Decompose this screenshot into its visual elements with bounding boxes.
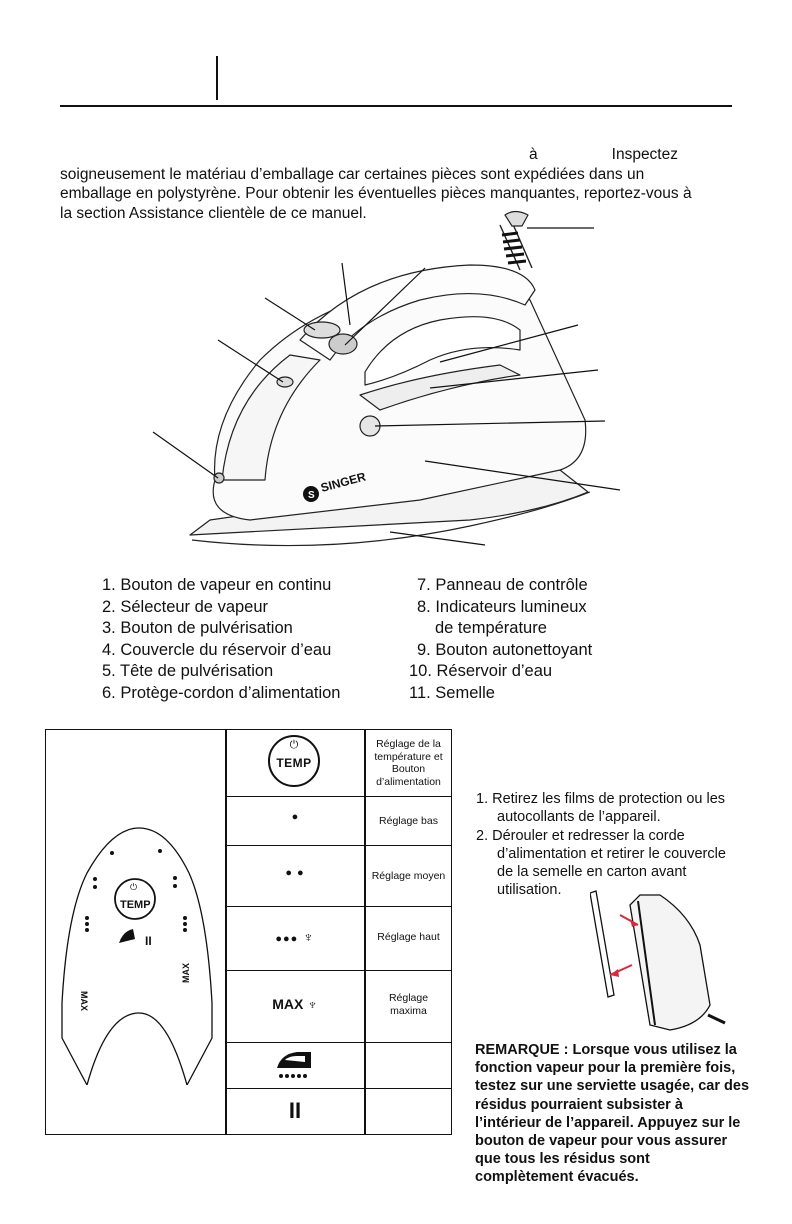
setup-steps: 1. Retirez les films de protection ou le… — [476, 790, 746, 900]
svg-text:S: S — [308, 490, 315, 501]
table-row-rule — [225, 1088, 452, 1089]
part-item: 7. Panneau de contrôle — [417, 576, 588, 594]
part-item: 9. Bouton autonettoyant — [417, 640, 593, 659]
temp-power-button-icon: ⏻ TEMP — [268, 735, 320, 787]
header-rule — [60, 105, 732, 107]
part-item: 6. Protège-cordon d’alimentation — [102, 683, 341, 702]
power-icon: ⏻ — [289, 739, 299, 751]
singer-logo-icon — [303, 486, 319, 502]
control-panel-table — [45, 729, 452, 1135]
usage-note: REMARQUE : Lorsque vous utilisez la fonc… — [475, 1042, 750, 1186]
table-row-rule — [225, 970, 452, 971]
part-item: de température — [435, 619, 547, 637]
part-item: 8. Indicateurs lumineux — [417, 597, 587, 616]
iron-illustration: S SINGER — [152, 210, 621, 547]
setting-description: Réglage haut — [377, 931, 440, 943]
power-icon: ⏻ — [130, 882, 137, 893]
table-row-rule — [225, 796, 452, 797]
step-item: 1. Retirez les films de protection ou le… — [476, 791, 726, 826]
intro-fragment-a: à — [529, 146, 538, 163]
low-setting-icon: ● — [291, 811, 299, 823]
high-setting-icon: ●●● ♆ — [275, 929, 315, 945]
table-row-rule — [225, 906, 452, 907]
part-item: 5. Tête de pulvérisation — [102, 662, 274, 680]
medium-setting-icon: ● ● — [285, 867, 305, 879]
svg-text:II: II — [145, 934, 152, 948]
max-setting-icon: MAX ♆ — [272, 996, 318, 1012]
self-clean-icon — [277, 1052, 311, 1078]
intro-paragraph: à Inspectez soigneusement le matériau d’e… — [60, 145, 740, 223]
svg-text:TEMP: TEMP — [120, 899, 151, 911]
part-item: 3. Bouton de pulvérisation — [102, 619, 293, 637]
part-item: 10. Réservoir d’eau — [409, 662, 553, 680]
pause-icon: II — [288, 1098, 302, 1123]
parts-list-right: 7. Panneau de contrôle 8. Indicateurs lu… — [409, 575, 592, 704]
part-item: 4. Couvercle du réservoir d’eau — [102, 640, 332, 659]
step-item: 2. Dérouler et redresser la corde d’alim… — [476, 827, 726, 899]
part-item: 2. Sélecteur de vapeur — [102, 597, 269, 616]
setting-description: Réglage maxima — [388, 992, 429, 1017]
control-panel-drawing: ⏻ TEMP II MAX MAX — [61, 827, 213, 1085]
intro-line: soigneusement le matériau d’emballage ca… — [60, 165, 645, 183]
table-row-rule — [225, 845, 452, 846]
parts-list-left: 1. Bouton de vapeur en continu 2. Sélect… — [102, 575, 340, 704]
setting-description: Réglage bas — [379, 815, 438, 827]
table-divider — [225, 729, 227, 1135]
intro-line: la section Assistance clientèle de ce ma… — [60, 204, 367, 222]
part-item: 1. Bouton de vapeur en continu — [102, 576, 332, 594]
part-item: 11. Semelle — [409, 683, 495, 702]
svg-text:MAX: MAX — [181, 963, 191, 983]
setting-description: Réglage moyen — [371, 870, 446, 882]
iron-side-illustration — [590, 890, 726, 1031]
table-row-rule — [225, 1042, 452, 1043]
setting-description: Réglage de la température et Bouton d’al… — [374, 738, 443, 788]
header-divider — [216, 56, 218, 100]
intro-line: emballage en polystyrène. Pour obtenir l… — [60, 185, 692, 202]
table-divider — [364, 729, 366, 1135]
svg-text:MAX: MAX — [79, 991, 89, 1011]
intro-fragment-b: Inspectez — [611, 146, 678, 163]
temp-label: TEMP — [276, 756, 312, 770]
